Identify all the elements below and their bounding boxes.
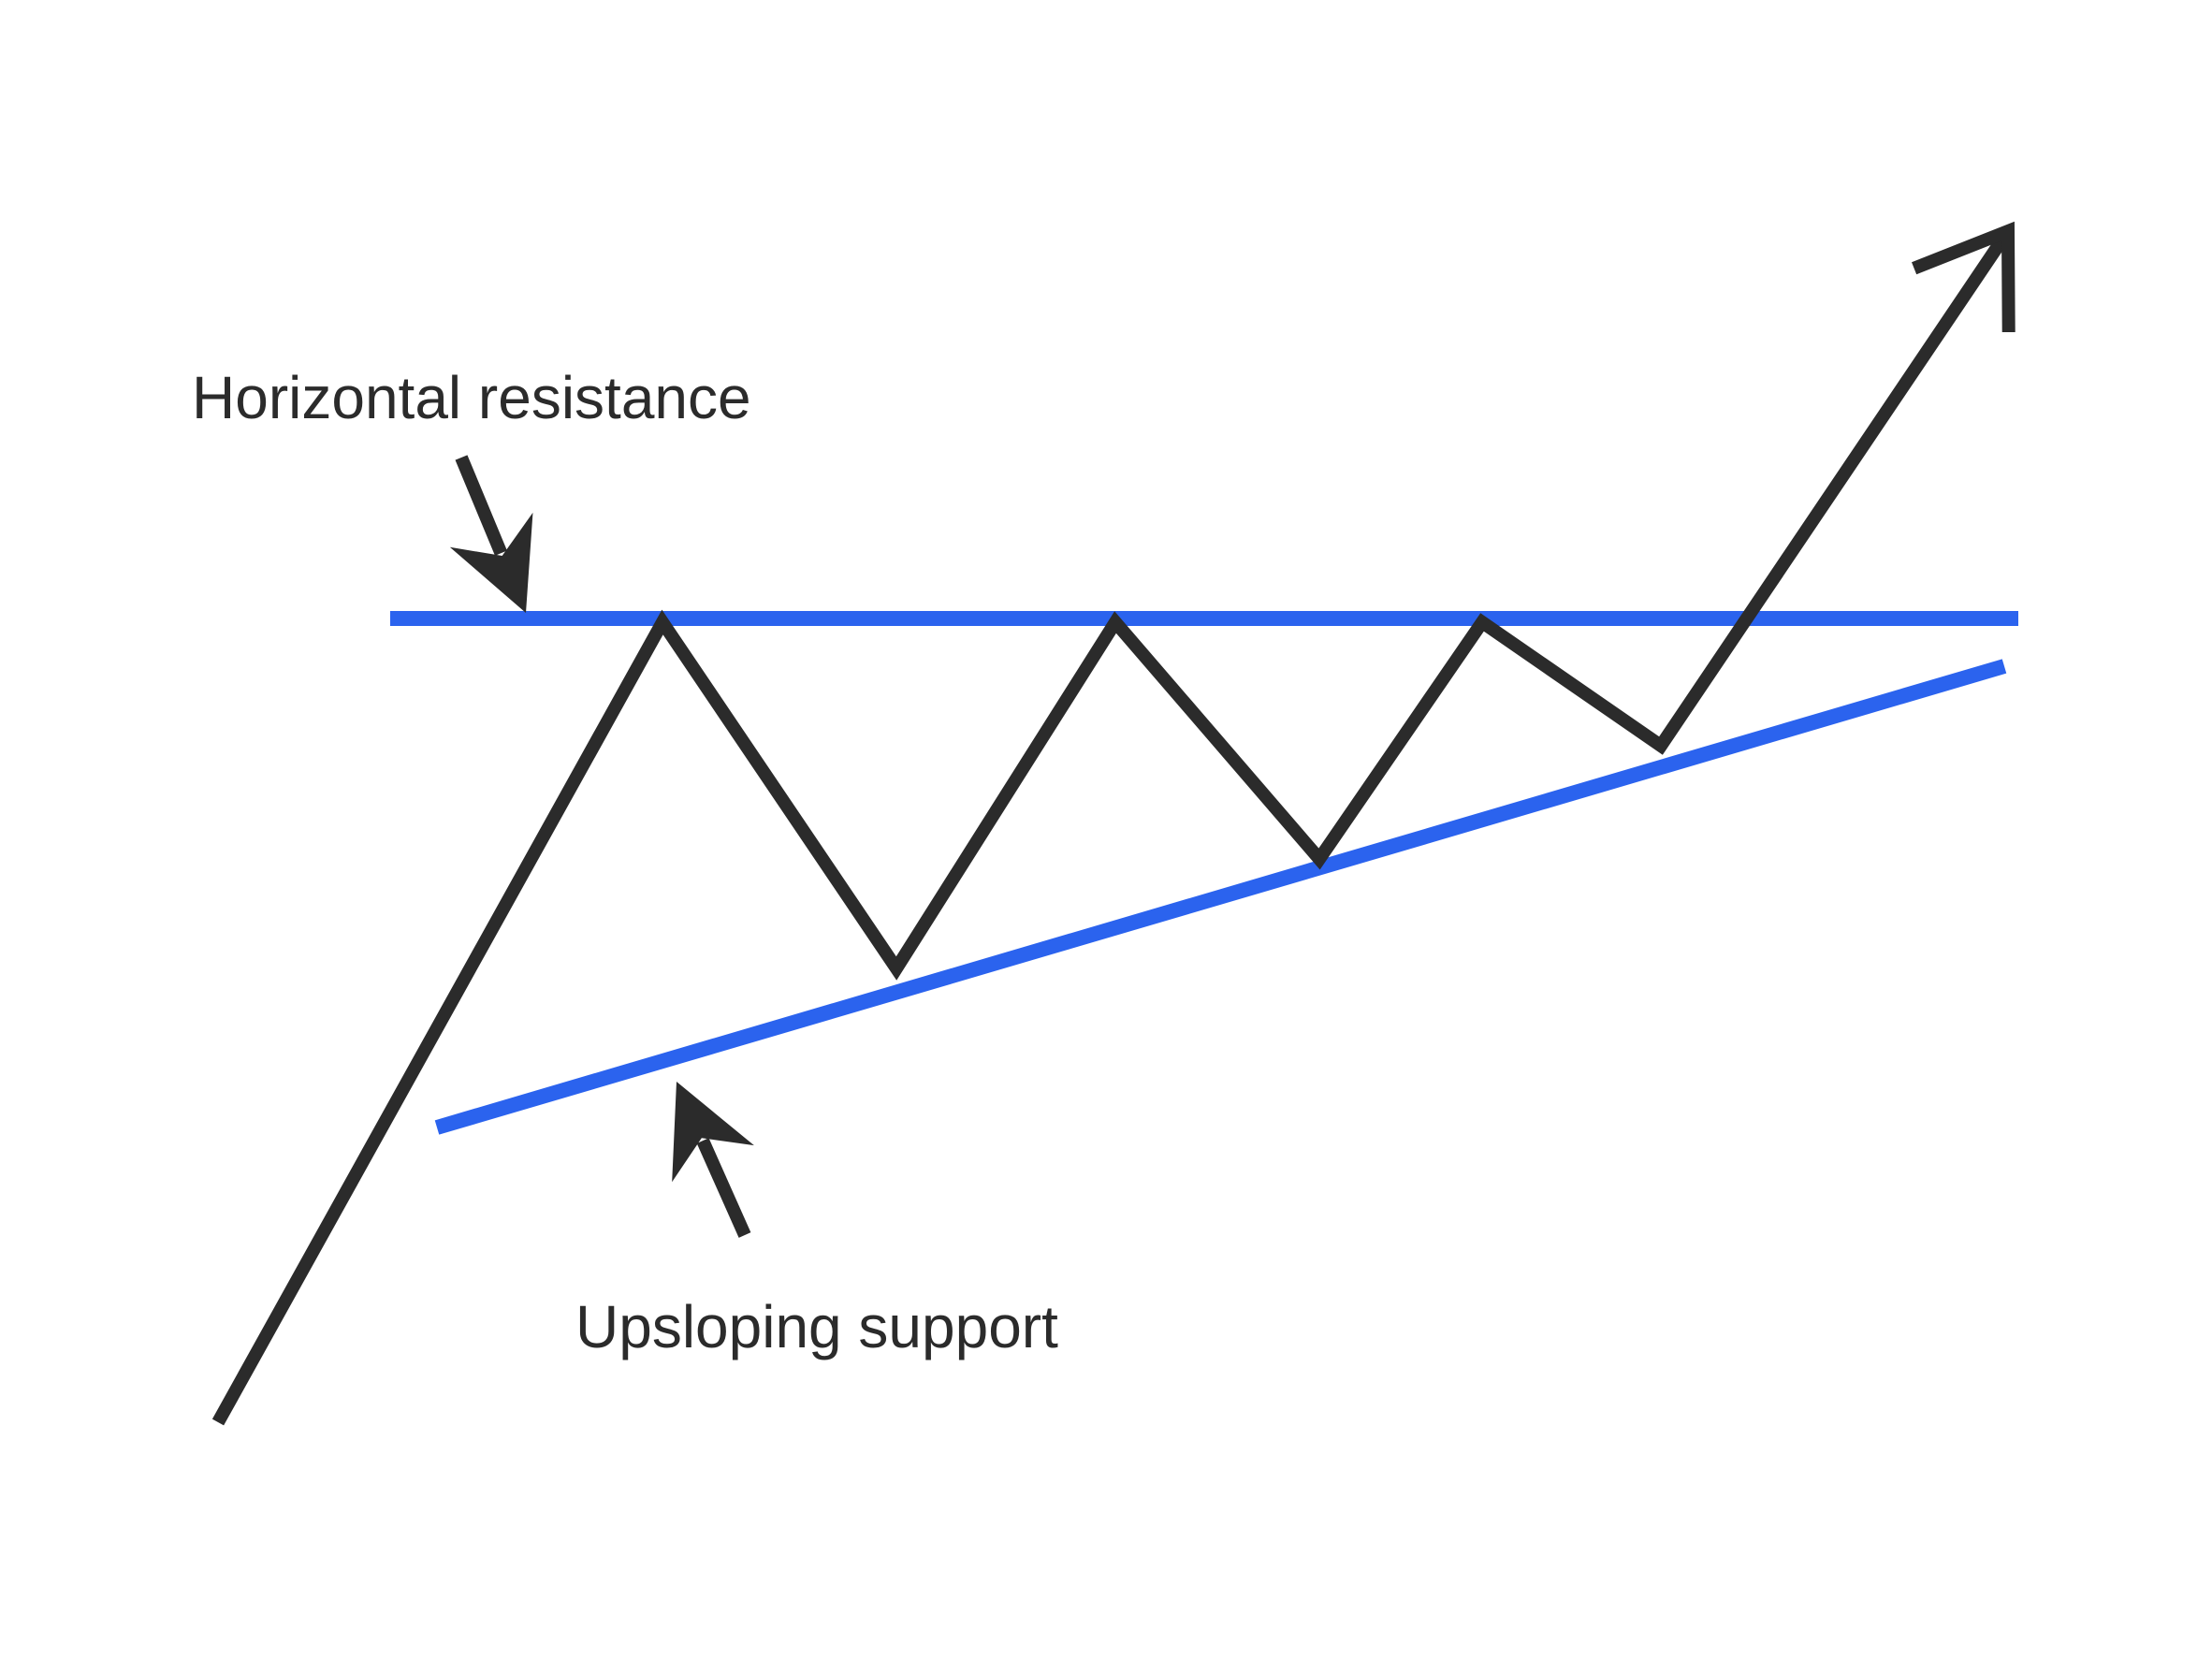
breakout-arrowhead-icon <box>1912 221 2016 333</box>
price-action-zigzag <box>211 227 2014 1426</box>
resistance-arrow-head-icon <box>449 512 533 613</box>
horizontal-resistance-label: Horizontal resistance <box>192 364 751 431</box>
support-pointer-arrow <box>672 1082 754 1238</box>
resistance-arrow-shaft <box>455 455 507 556</box>
upsloping-support-label: Upsloping support <box>575 1293 1058 1360</box>
upsloping-support-line <box>434 659 2007 1135</box>
support-arrow-shaft <box>696 1138 751 1238</box>
resistance-pointer-arrow <box>449 455 533 613</box>
support-arrow-head-icon <box>672 1082 754 1183</box>
